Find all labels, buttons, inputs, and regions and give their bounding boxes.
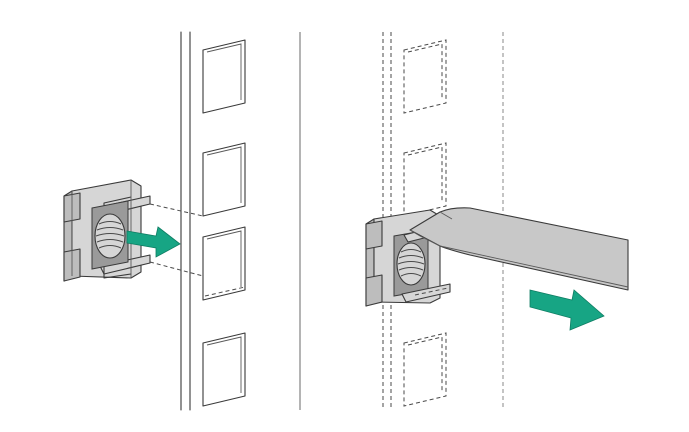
rail-hole	[403, 142, 447, 217]
rail-hole	[202, 39, 246, 114]
rail-hole	[403, 332, 447, 407]
right-panel	[365, 32, 629, 410]
rail-holes-left	[202, 39, 246, 407]
insertion-tool-icon	[409, 207, 629, 291]
cage-nut-installed-icon	[365, 209, 451, 307]
rack-rail-left	[180, 31, 301, 411]
rail-hole	[202, 332, 246, 407]
direction-arrow-icon	[126, 226, 181, 258]
cage-nut-icon	[63, 179, 151, 282]
rail-holes-right	[403, 39, 447, 407]
alignment-guides-left	[149, 203, 246, 297]
rail-hole	[202, 142, 246, 217]
rail-hole	[403, 39, 447, 114]
rail-hole	[202, 226, 246, 301]
direction-arrow-icon	[529, 289, 605, 331]
left-panel	[63, 31, 301, 411]
